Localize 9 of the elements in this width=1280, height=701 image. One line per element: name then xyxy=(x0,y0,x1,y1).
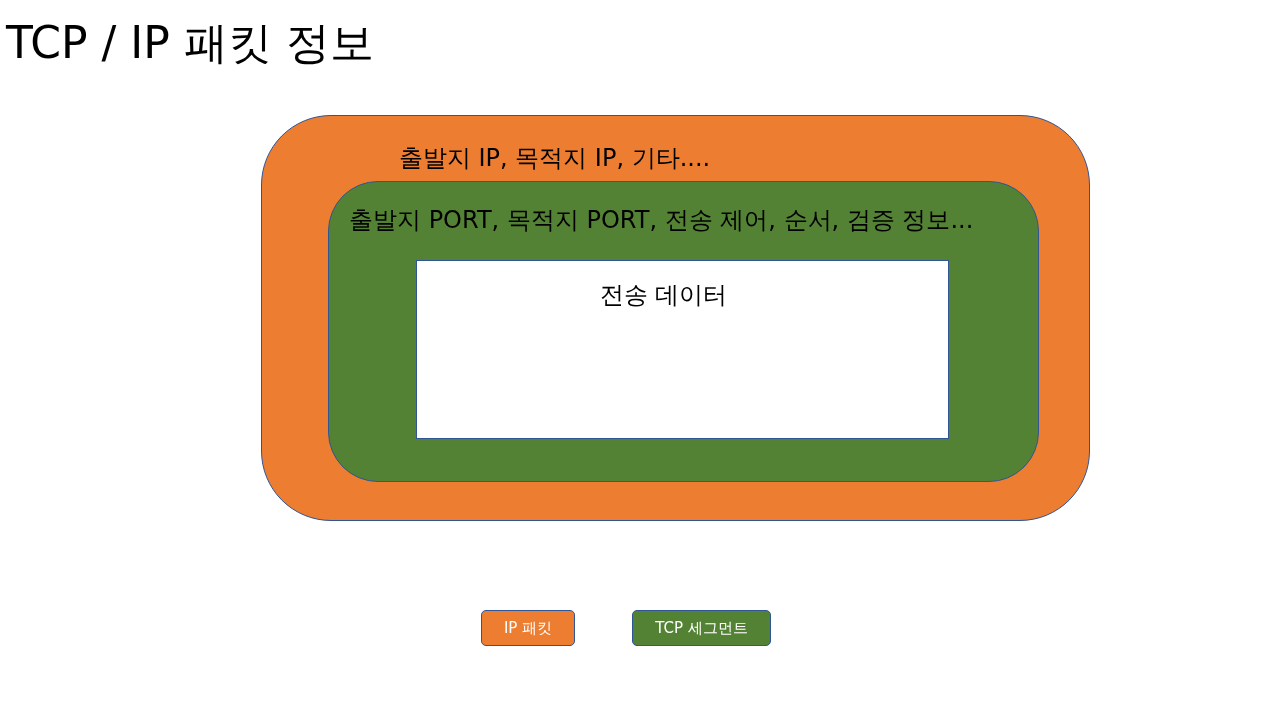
node-label: 출발지 PORT, 목적지 PORT, 전송 제어, 순서, 검증 정보... xyxy=(349,205,974,236)
legend-label: TCP 세그먼트 xyxy=(655,618,748,638)
ip-packet-box xyxy=(261,115,1090,521)
tcp-segment-box xyxy=(328,181,1039,482)
node-label: 전송 데이터 xyxy=(598,280,729,311)
diagram-title: TCP / IP 패킷 정보 xyxy=(6,16,374,70)
node-label: 출발지 IP, 목적지 IP, 기타.... xyxy=(397,143,712,174)
legend-label: IP 패킷 xyxy=(503,618,553,638)
data-box xyxy=(416,260,949,439)
